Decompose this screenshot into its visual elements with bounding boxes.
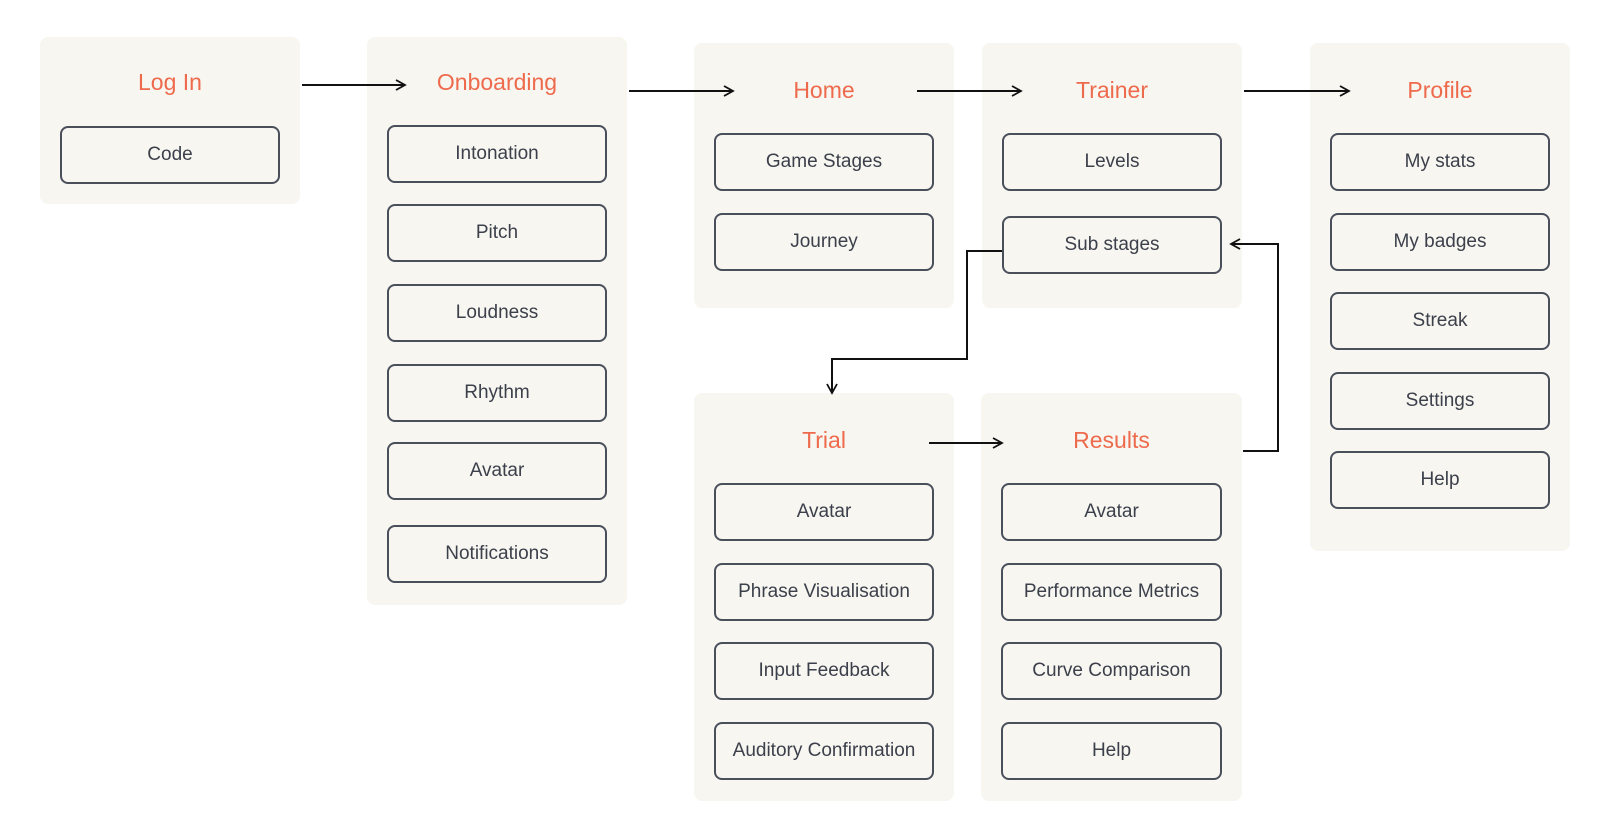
trainer-title: Trainer	[1076, 77, 1148, 103]
trainer-item-levels[interactable]: Levels	[1002, 133, 1222, 191]
profile-item-settings[interactable]: Settings	[1330, 372, 1550, 430]
trial-item-phrase-visualisation[interactable]: Phrase Visualisation	[714, 563, 934, 621]
profile-item-my-badges[interactable]: My badges	[1330, 213, 1550, 271]
home-item-journey[interactable]: Journey	[714, 213, 934, 271]
onboarding-item-intonation[interactable]: Intonation	[387, 125, 607, 183]
onboarding-item-pitch[interactable]: Pitch	[387, 204, 607, 262]
trial-item-auditory-confirmation[interactable]: Auditory Confirmation	[714, 722, 934, 780]
home-title: Home	[793, 77, 855, 103]
home-item-game-stages[interactable]: Game Stages	[714, 133, 934, 191]
profile-panel: Profile My stats My badges Streak Settin…	[1310, 43, 1570, 551]
results-panel: Results Avatar Performance Metrics Curve…	[981, 393, 1242, 801]
trainer-item-sub-stages[interactable]: Sub stages	[1002, 216, 1222, 274]
onboarding-item-loudness[interactable]: Loudness	[387, 284, 607, 342]
profile-item-help[interactable]: Help	[1330, 451, 1550, 509]
results-title: Results	[1073, 427, 1150, 453]
profile-item-streak[interactable]: Streak	[1330, 292, 1550, 350]
login-item-code[interactable]: Code	[60, 126, 280, 184]
onboarding-item-avatar[interactable]: Avatar	[387, 442, 607, 500]
login-title: Log In	[138, 69, 202, 95]
profile-title: Profile	[1407, 77, 1473, 103]
results-item-curve-comparison[interactable]: Curve Comparison	[1001, 642, 1222, 700]
login-panel: Log In Code	[40, 37, 300, 204]
results-item-help[interactable]: Help	[1001, 722, 1222, 780]
onboarding-title: Onboarding	[436, 69, 558, 95]
trial-item-avatar[interactable]: Avatar	[714, 483, 934, 541]
trial-item-input-feedback[interactable]: Input Feedback	[714, 642, 934, 700]
onboarding-item-rhythm[interactable]: Rhythm	[387, 364, 607, 422]
profile-item-my-stats[interactable]: My stats	[1330, 133, 1550, 191]
onboarding-item-notifications[interactable]: Notifications	[387, 525, 607, 583]
onboarding-panel: Onboarding Intonation Pitch Loudness Rhy…	[367, 37, 627, 605]
trainer-panel: Trainer Levels Sub stages	[982, 43, 1242, 308]
home-panel: Home Game Stages Journey	[694, 43, 954, 308]
results-item-avatar[interactable]: Avatar	[1001, 483, 1222, 541]
results-item-performance-metrics[interactable]: Performance Metrics	[1001, 563, 1222, 621]
trial-panel: Trial Avatar Phrase Visualisation Input …	[694, 393, 954, 801]
trial-title: Trial	[802, 427, 846, 453]
